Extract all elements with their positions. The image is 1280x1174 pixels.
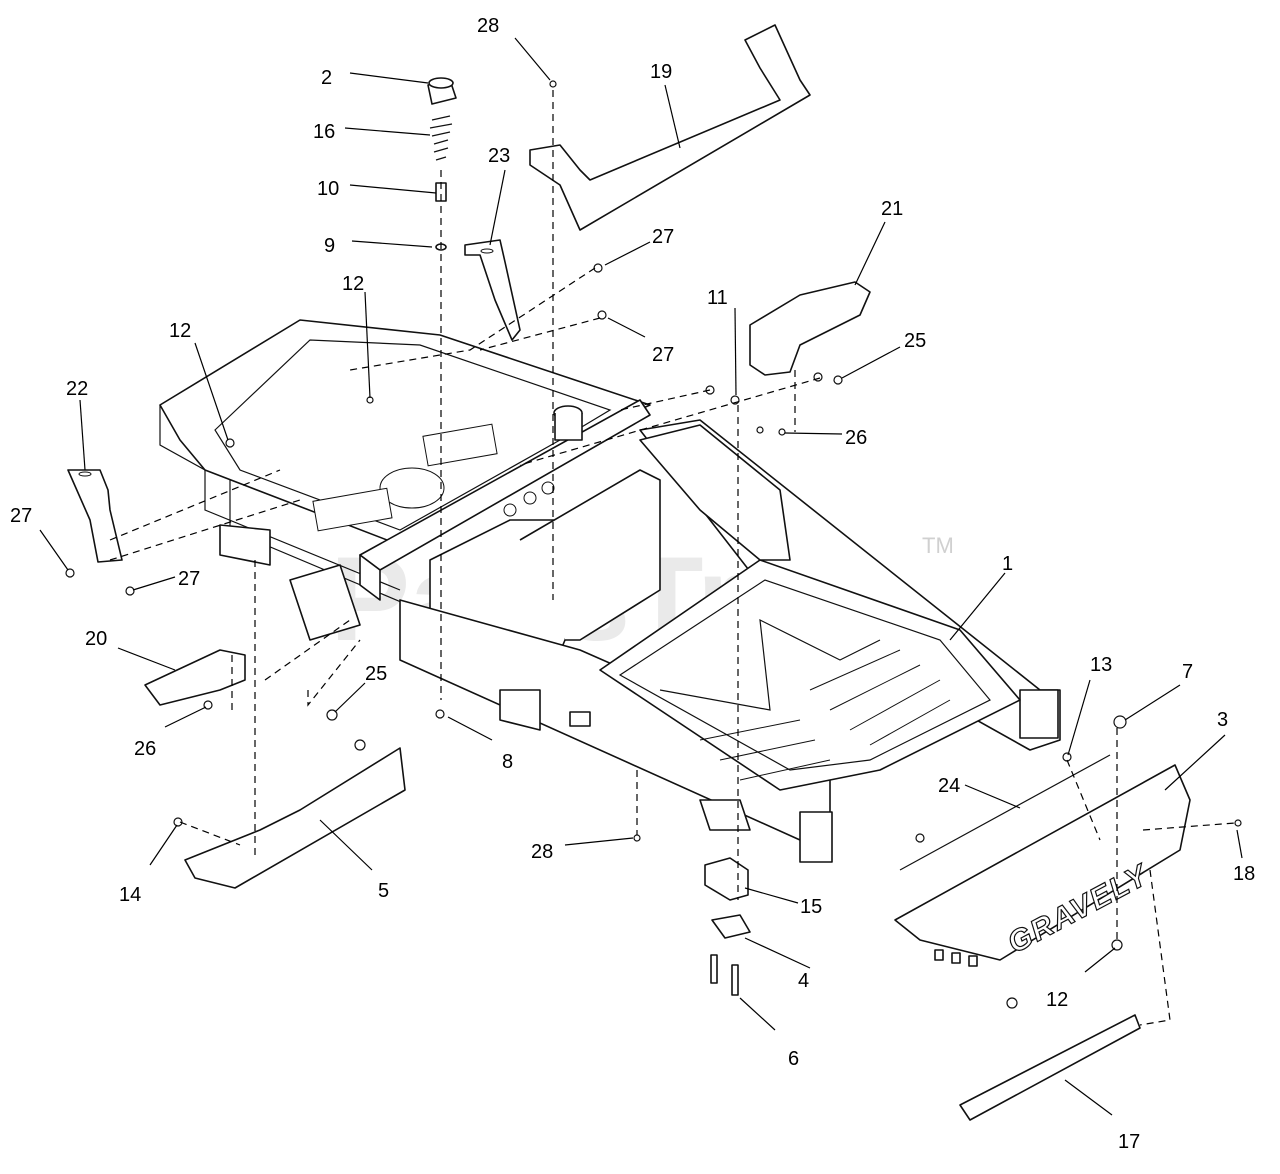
callout-5: 5	[378, 880, 389, 902]
callout-2: 2	[321, 67, 332, 89]
callout-19: 19	[650, 61, 672, 83]
callout-11: 11	[707, 287, 728, 309]
part-19-seat-support	[529, 24, 811, 231]
callout-7: 7	[1182, 661, 1193, 683]
callout-22: 22	[66, 378, 88, 400]
part-5-cover	[184, 747, 406, 889]
callout-18: 18	[1233, 863, 1255, 885]
part-17-plate	[959, 1014, 1141, 1121]
bottom-pivot-assembly	[704, 857, 751, 996]
callout-27-upper: 27	[652, 226, 674, 248]
callout-26-left: 26	[134, 738, 156, 760]
callout-25-right: 25	[904, 330, 926, 352]
part-20-bracket	[144, 649, 246, 706]
callout-25-left: 25	[365, 663, 387, 685]
watermark-tm: TM	[922, 533, 954, 558]
callout-12-center: 12	[342, 273, 364, 295]
callout-12-front: 12	[1046, 989, 1068, 1011]
callout-10: 10	[317, 178, 339, 200]
callout-3: 3	[1217, 709, 1228, 731]
assembly-lines	[109, 90, 1236, 1026]
part-23-bracket	[464, 239, 521, 341]
part-22-bracket	[67, 469, 123, 563]
main-frame	[159, 319, 1061, 863]
callout-26-right: 26	[845, 427, 867, 449]
callout-21: 21	[881, 198, 903, 220]
callout-17: 17	[1118, 1131, 1140, 1153]
callout-28-top: 28	[477, 15, 499, 37]
callout-24: 24	[938, 775, 960, 797]
callout-8: 8	[502, 751, 513, 773]
callout-27-lower: 27	[178, 568, 200, 590]
callout-4: 4	[798, 970, 809, 992]
callout-27-middle: 27	[652, 344, 674, 366]
callout-12-left: 12	[169, 320, 191, 342]
callout-15: 15	[800, 896, 822, 918]
part-21-cover	[749, 281, 871, 376]
callout-13: 13	[1090, 654, 1112, 676]
callout-27-left: 27	[10, 505, 32, 527]
callout-23: 23	[488, 145, 510, 167]
callout-14: 14	[119, 884, 141, 906]
callout-1: 1	[1002, 553, 1013, 575]
callout-6: 6	[788, 1048, 799, 1070]
fasteners	[65, 80, 1242, 1009]
callout-9: 9	[324, 235, 335, 257]
callout-20: 20	[85, 628, 107, 650]
callouts: 2 16 10 9 28 19 23 27 27 21 11 25 26 12 …	[10, 15, 1255, 1153]
leader-lines	[39, 37, 1243, 1116]
callout-28-bottom: 28	[531, 841, 553, 863]
callout-16: 16	[313, 121, 335, 143]
